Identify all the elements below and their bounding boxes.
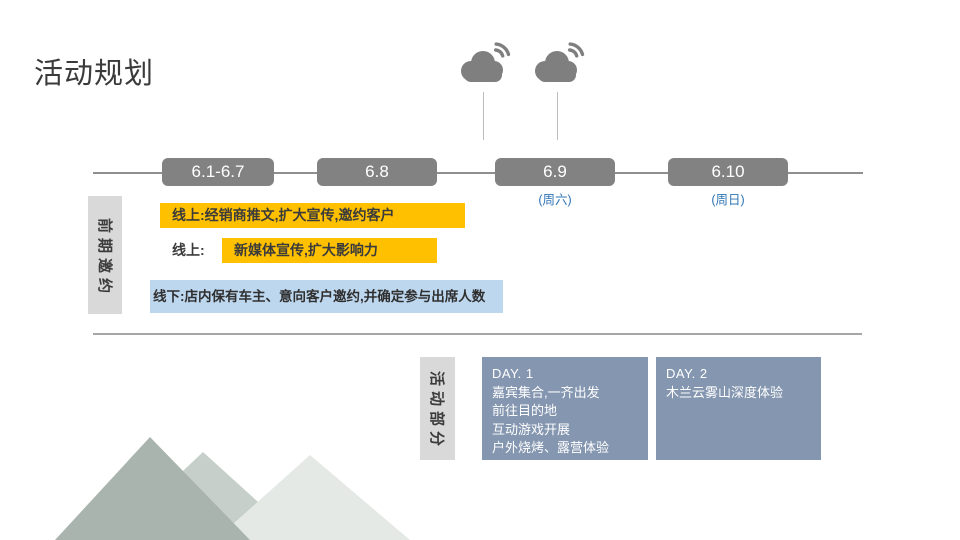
day1-line: 前往目的地 (492, 403, 558, 418)
phase1-label-box: 前期邀约 (88, 196, 122, 314)
phase2-label: 活动部分 (428, 370, 446, 452)
day1-card: DAY. 1 嘉宾集合,一齐出发 前往目的地 互动游戏开展 户外烧烤、露营体验 (482, 357, 648, 460)
timeline-date-note: (周六) (538, 193, 572, 207)
timeline-date-note: (周日) (711, 193, 745, 207)
cloud-signal-icon (535, 42, 585, 82)
timeline-date-box-1: 6.1-6.7 (162, 158, 274, 186)
page-title: 活动规划 (34, 58, 155, 90)
day1-line: 互动游戏开展 (492, 421, 571, 437)
timeline-date-label: 6.8 (365, 162, 389, 181)
new-media-banner: 新媒体宣传,扩大影响力 (222, 238, 437, 263)
timeline-date-label: 6.9 (543, 162, 567, 181)
day2-title: DAY. 2 (666, 366, 708, 381)
day1-line: 户外烧烤、露营体验 (492, 440, 610, 455)
cloud-signal-icon (461, 42, 511, 82)
day2-line: 木兰云雾山深度体验 (666, 384, 784, 400)
day1-title: DAY. 1 (492, 366, 534, 381)
mountains-decoration (55, 437, 410, 540)
phase1-label: 前期邀约 (95, 217, 113, 298)
timeline-date-box-2: 6.8 (317, 158, 437, 186)
offline-invite-banner: 线下:店内保有车主、意向客户邀约,并确定参与出席人数 (150, 280, 503, 313)
online-push-banner: 线上:经销商推文,扩大宣传,邀约客户 (160, 203, 465, 228)
phase2-label-box: 活动部分 (420, 357, 455, 460)
timeline-line (93, 172, 863, 174)
timeline-date-box-4: 6.10 (668, 158, 788, 186)
section-divider (93, 333, 862, 335)
timeline-date-label: 6.1-6.7 (191, 162, 245, 181)
cloud-connector-line (483, 92, 484, 140)
day2-card: DAY. 2 木兰云雾山深度体验 (656, 357, 821, 460)
online-prefix-label: 线上: (172, 242, 205, 258)
cloud-connector-line (557, 92, 558, 140)
day1-line: 嘉宾集合,一齐出发 (492, 384, 600, 400)
timeline-date-label: 6.10 (711, 162, 745, 181)
timeline-date-box-3: 6.9 (495, 158, 615, 186)
